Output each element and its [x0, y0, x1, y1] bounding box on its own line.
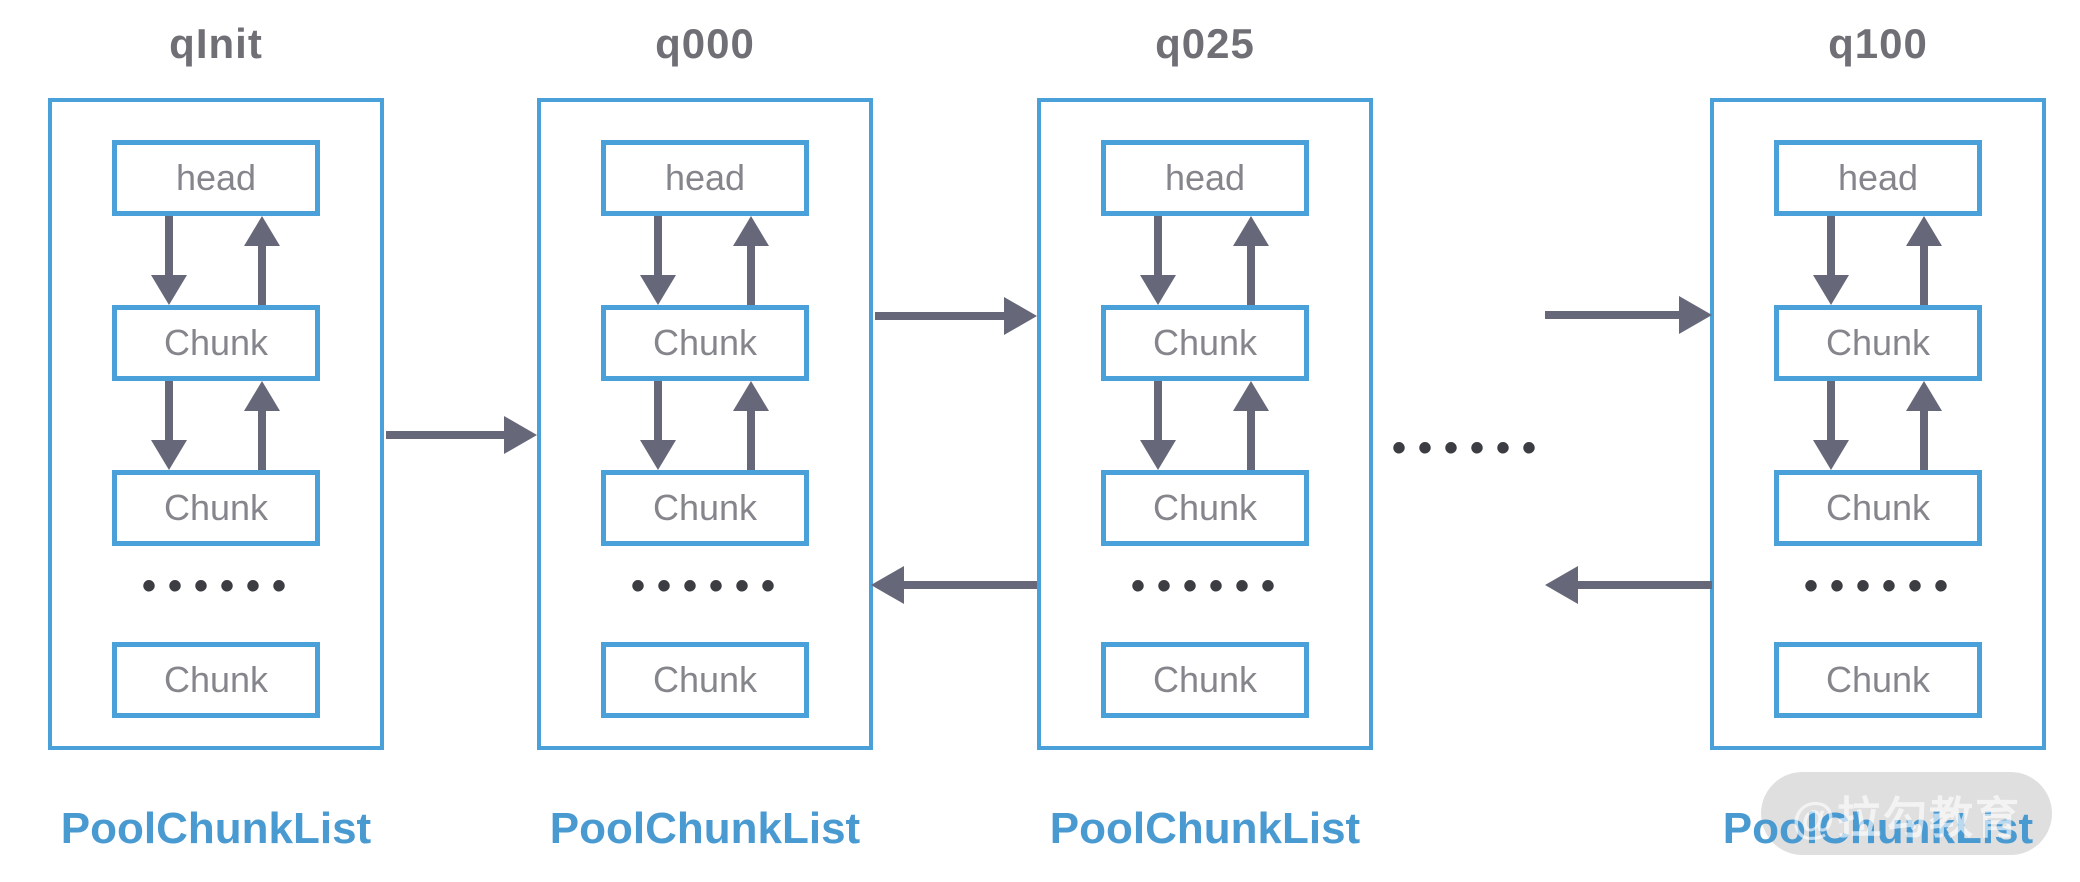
watermark-text: @拉勾教育	[1792, 793, 2021, 843]
up-arrow-icon	[733, 216, 769, 305]
chunk-node: Chunk	[1101, 642, 1309, 718]
head-node: head	[601, 140, 809, 216]
up-arrow-icon	[1906, 216, 1942, 305]
arrow-from-q100-icon	[1545, 566, 1712, 604]
column-q025: q025 head Chunk Chunk •••••• Chunk PoolC…	[1037, 0, 1373, 882]
down-arrow-icon	[151, 216, 187, 305]
head-node: head	[1774, 140, 1982, 216]
up-arrow-icon	[1233, 381, 1269, 470]
column-title: qInit	[169, 20, 263, 67]
column-qinit: qInit head Chunk Chunk •••••• Chunk Pool…	[48, 0, 384, 882]
chunk-node: Chunk	[1774, 470, 1982, 546]
head-node: head	[112, 140, 320, 216]
pool-chunk-list-box: head Chunk Chunk •••••• Chunk	[1710, 98, 2046, 750]
pool-chunk-list-label: PoolChunkList	[1722, 804, 2034, 853]
chunk-node: Chunk	[1774, 305, 1982, 381]
watermark-pill	[1761, 772, 2052, 855]
ellipsis-dots: ••••••	[1130, 564, 1288, 608]
chunk-node: Chunk	[601, 470, 809, 546]
up-arrow-icon	[244, 381, 280, 470]
ellipsis-dots: ••••••	[141, 564, 299, 608]
arrow-q000-to-q025-icon	[875, 297, 1037, 335]
up-arrow-icon	[1906, 381, 1942, 470]
chunk-node: Chunk	[112, 470, 320, 546]
arrow-to-q100-icon	[1545, 296, 1712, 334]
column-title: q000	[655, 20, 755, 67]
ellipsis-dots: ••••••	[1803, 564, 1961, 608]
down-arrow-icon	[640, 381, 676, 470]
up-arrow-icon	[1233, 216, 1269, 305]
up-arrow-icon	[244, 216, 280, 305]
pool-chunk-list-box: head Chunk Chunk •••••• Chunk	[537, 98, 873, 750]
down-arrow-icon	[1140, 216, 1176, 305]
down-arrow-icon	[640, 216, 676, 305]
chunk-node: Chunk	[112, 305, 320, 381]
pool-chunk-list-label: PoolChunkList	[549, 804, 861, 853]
column-title: q100	[1828, 20, 1928, 67]
down-arrow-icon	[1813, 216, 1849, 305]
down-arrow-icon	[151, 381, 187, 470]
column-title: q025	[1155, 20, 1255, 67]
pool-chunk-list-box: head Chunk Chunk •••••• Chunk	[1037, 98, 1373, 750]
down-arrow-icon	[1140, 381, 1176, 470]
pool-chunk-list-label: PoolChunkList	[1049, 804, 1361, 853]
chunk-node: Chunk	[601, 642, 809, 718]
chunk-node: Chunk	[1101, 470, 1309, 546]
gap-ellipsis-dots: ••••••	[1391, 426, 1549, 470]
arrow-qinit-to-q000-icon	[386, 416, 537, 454]
down-arrow-icon	[1813, 381, 1849, 470]
column-q000: q000 head Chunk Chunk •••••• Chunk PoolC…	[537, 0, 873, 882]
pool-chunk-list-box: head Chunk Chunk •••••• Chunk	[48, 98, 384, 750]
chunk-node: Chunk	[1774, 642, 1982, 718]
arrow-q025-to-q000-icon	[871, 566, 1037, 604]
up-arrow-icon	[733, 381, 769, 470]
column-q100: q100 head Chunk Chunk •••••• Chunk PoolC…	[1710, 0, 2046, 882]
chunk-node: Chunk	[112, 642, 320, 718]
ellipsis-dots: ••••••	[630, 564, 788, 608]
chunk-node: Chunk	[1101, 305, 1309, 381]
head-node: head	[1101, 140, 1309, 216]
pool-chunk-list-label: PoolChunkList	[60, 804, 372, 853]
chunk-node: Chunk	[601, 305, 809, 381]
